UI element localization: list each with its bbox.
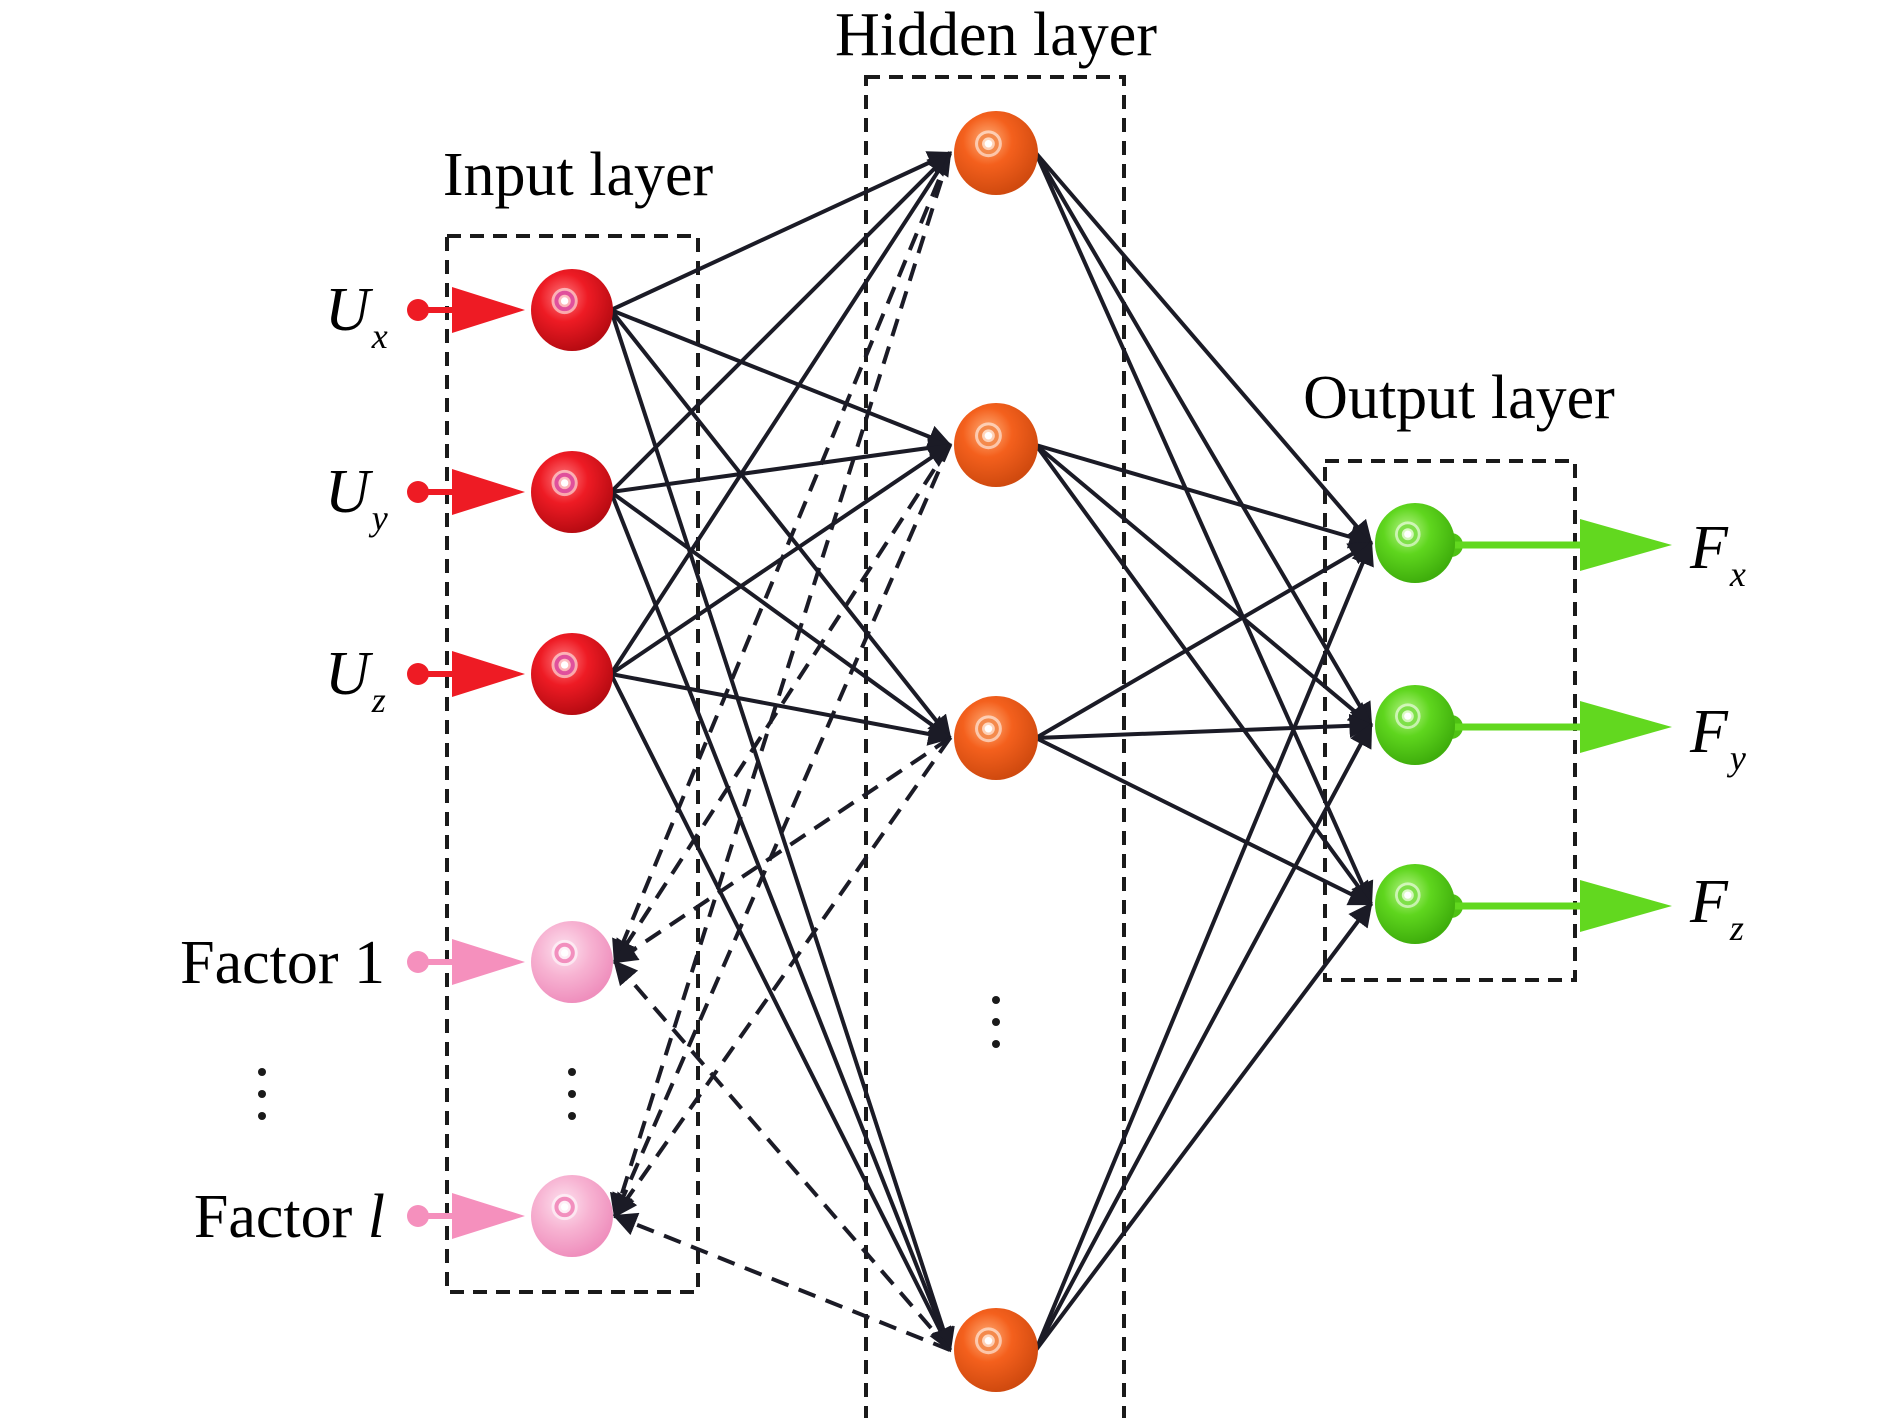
connection-hidden-0-output-0 bbox=[1034, 151, 1373, 545]
output-arrow-2 bbox=[1439, 880, 1672, 932]
output-node-2 bbox=[1375, 864, 1455, 944]
input-arrow-4 bbox=[407, 1193, 525, 1239]
hidden-layer-box bbox=[864, 75, 1126, 1418]
input-label-uy: Uy bbox=[325, 458, 388, 538]
connection-input-1-hidden-3 bbox=[609, 491, 954, 1353]
connection-input-3-hidden-0 bbox=[612, 152, 952, 965]
connection-input-4-hidden-0 bbox=[609, 152, 952, 1219]
hidden-node-2 bbox=[954, 696, 1038, 780]
connection-input-1-hidden-2 bbox=[609, 490, 952, 740]
input-label-ux: Ux bbox=[325, 276, 388, 356]
output-arrow-1 bbox=[1439, 701, 1672, 753]
hidden-node-0 bbox=[954, 111, 1038, 195]
output-node-0 bbox=[1375, 503, 1455, 583]
connection-hidden-3-output-2 bbox=[1034, 902, 1373, 1352]
io-arrows-group bbox=[407, 287, 1672, 1239]
input-label-ellipsis bbox=[258, 1068, 266, 1120]
output-label-fy: Fy bbox=[1689, 698, 1746, 778]
input-arrow-3 bbox=[407, 939, 525, 985]
hidden-node-ellipsis bbox=[992, 996, 1000, 1048]
connection-hidden-0-output-1 bbox=[1034, 151, 1373, 728]
nodes-group bbox=[531, 111, 1455, 1392]
output-layer-title: Output layer bbox=[1303, 364, 1615, 432]
connection-input-1-hidden-1 bbox=[610, 436, 953, 494]
connection-input-2-hidden-0 bbox=[609, 150, 952, 676]
input-layer-title: Input layer bbox=[443, 141, 714, 209]
connection-input-3-hidden-1 bbox=[613, 443, 952, 965]
connection-input-2-hidden-3 bbox=[609, 673, 952, 1353]
input-label-factor-l: Factor l bbox=[194, 1183, 385, 1251]
connection-hidden-3-output-0 bbox=[1034, 540, 1374, 1351]
input-node-2 bbox=[531, 633, 613, 715]
connection-hidden-2-output-2 bbox=[1035, 736, 1374, 906]
input-arrow-0 bbox=[407, 287, 525, 333]
connection-input-0-hidden-1 bbox=[610, 308, 953, 449]
connection-hidden-2-output-0 bbox=[1034, 541, 1374, 740]
input-node-3 bbox=[531, 921, 613, 1003]
input-layer-box bbox=[445, 234, 700, 1294]
output-node-1 bbox=[1375, 685, 1455, 765]
input-arrow-1 bbox=[407, 469, 525, 515]
connection-input-4-hidden-3 bbox=[612, 1212, 951, 1352]
hidden-node-1 bbox=[954, 403, 1038, 487]
connection-input-4-hidden-2 bbox=[613, 736, 952, 1218]
connections-group bbox=[609, 150, 1374, 1353]
connection-input-3-hidden-2 bbox=[612, 736, 952, 964]
input-arrow-2 bbox=[407, 651, 525, 697]
hidden-layer-title: Hidden layer bbox=[835, 1, 1157, 69]
input-label-factor-1: Factor 1 bbox=[180, 929, 385, 997]
connection-hidden-2-output-1 bbox=[1035, 713, 1374, 740]
connection-input-0-hidden-0 bbox=[610, 151, 953, 312]
output-label-fx: Fx bbox=[1689, 514, 1746, 594]
input-node-1 bbox=[531, 451, 613, 533]
connection-input-0-hidden-3 bbox=[609, 309, 955, 1353]
connection-hidden-3-output-1 bbox=[1034, 722, 1373, 1351]
connection-input-4-hidden-1 bbox=[612, 444, 952, 1219]
hidden-node-3 bbox=[954, 1308, 1038, 1392]
output-arrow-0 bbox=[1439, 519, 1672, 571]
connection-input-0-hidden-2 bbox=[609, 308, 952, 740]
output-layer-box bbox=[1323, 459, 1577, 982]
input-node-4 bbox=[531, 1175, 613, 1257]
connection-input-2-hidden-2 bbox=[610, 672, 953, 746]
connection-hidden-0-output-2 bbox=[1034, 152, 1374, 907]
connection-hidden-1-output-2 bbox=[1034, 443, 1373, 906]
output-label-fz: Fz bbox=[1689, 868, 1744, 948]
connection-input-1-hidden-0 bbox=[609, 151, 952, 494]
connection-hidden-1-output-0 bbox=[1035, 443, 1374, 549]
input-label-uz: Uz bbox=[325, 640, 386, 720]
input-node-ellipsis bbox=[568, 1068, 576, 1120]
input-node-0 bbox=[531, 269, 613, 351]
